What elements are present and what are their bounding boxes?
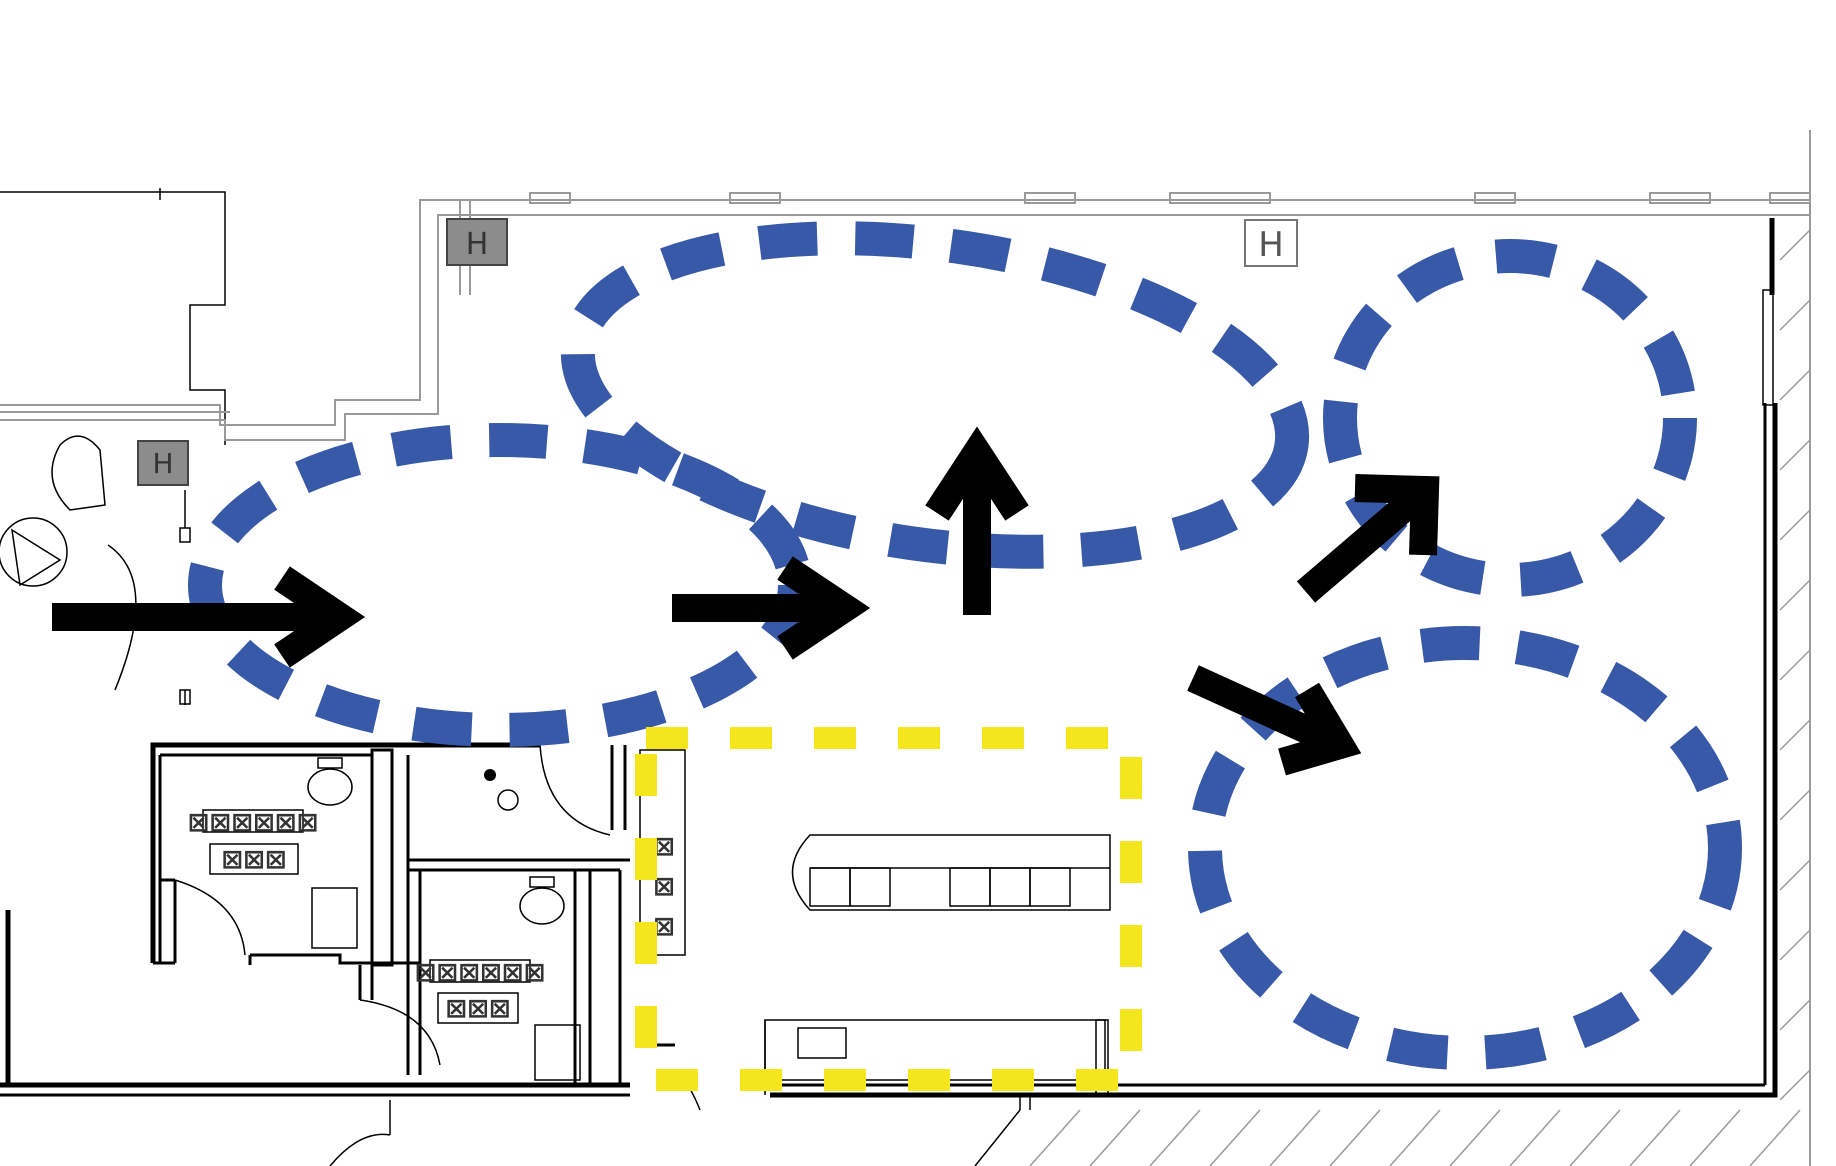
grille-mark-4: ⊠⊠⊠⊠⊠⊠ [415,958,546,988]
shelf-mark-1: ⊠ [653,832,675,862]
arrow-north [925,426,1029,615]
column-mark-top-center: H [1258,225,1284,265]
arrow-north-east [1296,474,1440,603]
arrow-south-east [1187,665,1362,776]
zone-service [635,727,1142,1091]
arrow-center-east [672,556,871,660]
upper-left-building-outline [0,188,226,445]
column-left: H [137,440,189,486]
activity-zones [188,221,1742,1070]
arrow-entry [52,566,366,668]
restroom-block: ⊠⊠⊠ ⊠⊠⊠⊠⊠⊠ ⊠⊠⊠ ⊠⊠⊠⊠⊠⊠ [150,742,630,1085]
column-top-left: H [446,218,508,266]
zone-north-east [1323,239,1697,597]
grille-mark-3: ⊠⊠⊠ [445,994,510,1024]
grille-mark-1: ⊠⊠⊠ [221,845,286,875]
zone-center [560,221,1310,569]
round-table [0,517,68,587]
facade-mullions [529,192,1811,204]
flow-arrows [52,426,1440,776]
shelf-mark-3: ⊠ [653,912,675,942]
facade-wall [0,130,1811,1166]
grille-mark-2: ⊠⊠⊠⊠⊠⊠ [188,808,319,838]
column-top-center: H [1244,219,1298,267]
column-mark-top-left: H [466,227,489,262]
shelf-mark-2: ⊠ [653,872,675,902]
entry-door [107,490,191,705]
zone-south-east [1188,626,1742,1070]
column-mark-left: H [152,447,173,480]
service-area-fixtures: ⊠ ⊠ ⊠ [610,745,1111,1096]
lounge-chair [51,435,106,511]
exterior-hatching [1029,229,1811,1166]
